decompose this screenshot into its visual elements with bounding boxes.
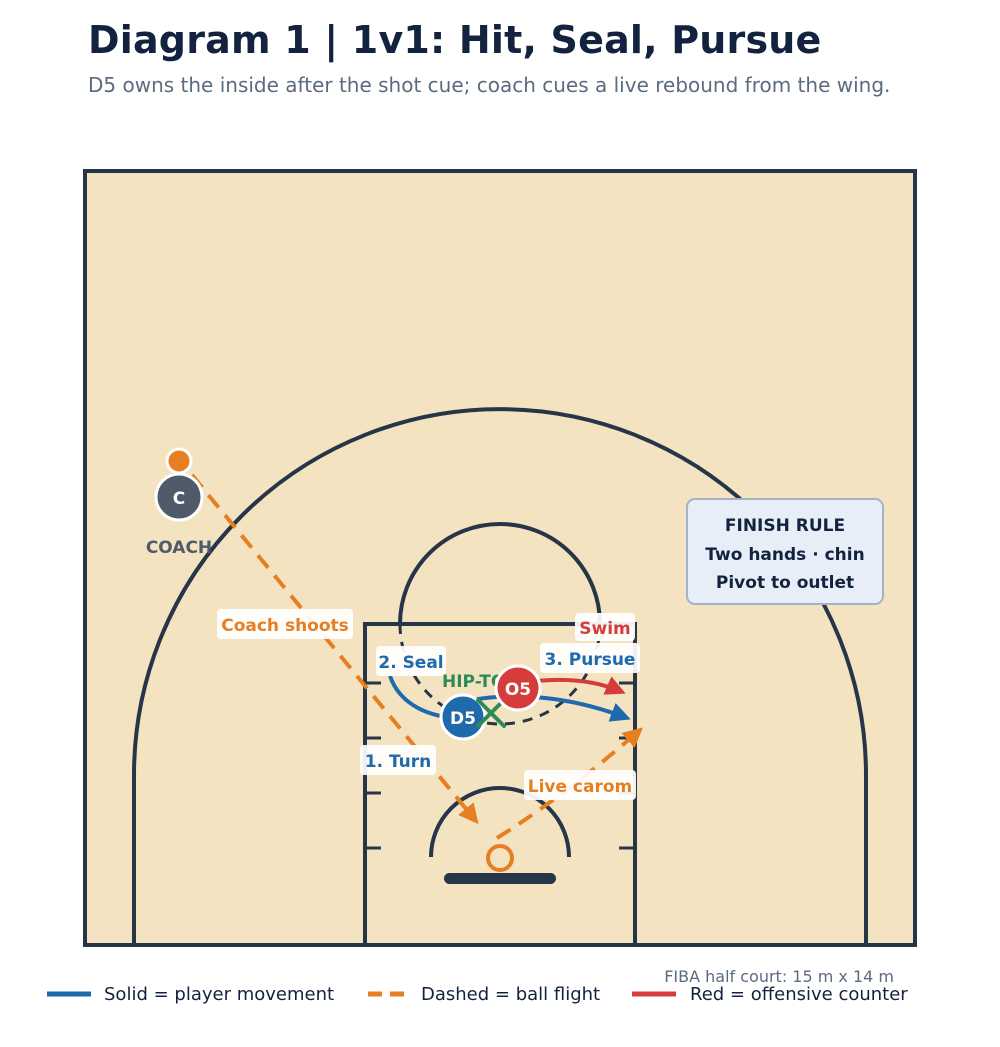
svg-text:3. Pursue: 3. Pursue [545, 650, 636, 670]
d5-token: D5 [450, 709, 476, 729]
svg-text:1. Turn: 1. Turn [365, 752, 432, 772]
turn-label: 1. Turn [360, 745, 436, 775]
svg-text:Live carom: Live carom [528, 777, 633, 797]
ball-icon [165, 447, 193, 475]
coach-marker: C [154, 447, 204, 522]
coach-shoots-label: Coach shoots [217, 609, 353, 639]
pursue-path [471, 694, 631, 722]
hip-to-label: HIP-TO [442, 672, 505, 692]
svg-text:2. Seal: 2. Seal [378, 653, 443, 673]
page-subtitle: D5 owns the inside after the shot cue; c… [88, 73, 891, 97]
o5-offense-marker: O5 [494, 664, 542, 712]
svg-text:Coach shoots: Coach shoots [221, 616, 349, 636]
swim-label: Swim [575, 613, 635, 641]
coach-token: C [173, 489, 185, 509]
court-note: FIBA half court: 15 m x 14 m [664, 967, 894, 986]
live-carom-label: Live carom [524, 770, 636, 800]
svg-text:Red = offensive counter: Red = offensive counter [690, 984, 908, 1005]
svg-text:Dashed = ball flight: Dashed = ball flight [421, 984, 600, 1005]
legend-item-offensive-counter: Red = offensive counter [632, 984, 908, 1005]
restricted-area-arc [429, 786, 571, 858]
seal-label: 2. Seal [376, 646, 446, 676]
d5-defender-marker: D5 [439, 693, 487, 741]
rim [486, 844, 514, 872]
finish-rule-title: FINISH RULE [725, 516, 845, 536]
legend-item-ball-flight: Dashed = ball flight [368, 984, 600, 1005]
free-throw-circle-top [398, 522, 602, 625]
legend: Solid = player movement Dashed = ball fl… [47, 984, 908, 1005]
finish-rule-callout: FINISH RULE Two hands · chin Pivot to ou… [686, 498, 884, 605]
coach-caption: COACH [146, 538, 212, 558]
legend-item-player-movement: Solid = player movement [47, 984, 334, 1005]
svg-text:Solid = player movement: Solid = player movement [104, 984, 334, 1005]
contact-x-icon [476, 698, 506, 728]
finish-rule-line2: Pivot to outlet [716, 573, 854, 593]
page-title: Diagram 1 | 1v1: Hit, Seal, Pursue [88, 18, 822, 62]
finish-rule-line1: Two hands · chin [705, 545, 864, 565]
svg-text:Swim: Swim [579, 619, 631, 639]
pursue-label: 3. Pursue [540, 643, 640, 673]
backboard [444, 873, 556, 884]
o5-token: O5 [505, 680, 531, 700]
